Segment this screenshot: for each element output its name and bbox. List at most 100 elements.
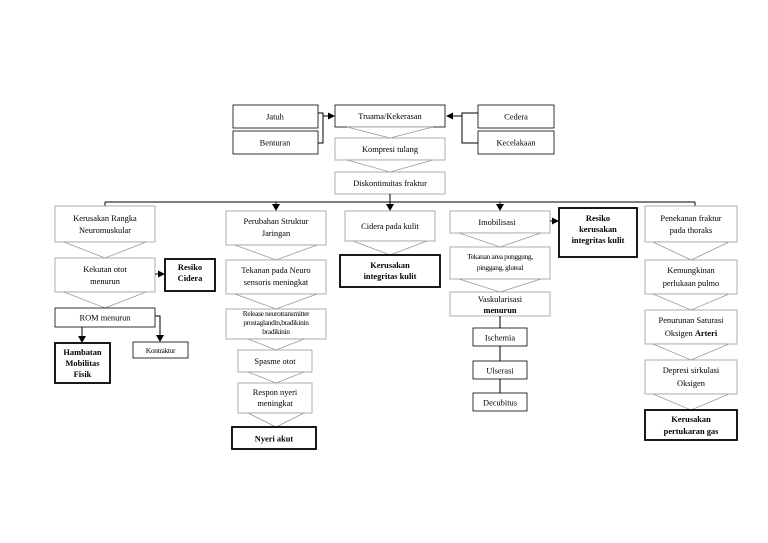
node-kemungkinan: Kemungkinan perlukaan pulmo: [644, 259, 738, 295]
label-tekanan-neuro-2: sensoris meningkat: [244, 278, 309, 287]
connector-imobilisasi-resiko: [550, 217, 559, 225]
label-kerusakan-integritas-1: Kerusakan: [370, 261, 410, 270]
label-perubahan-2: Jaringan: [262, 229, 291, 238]
node-kekuatan-otot: Kekutan otot menurun: [54, 257, 156, 293]
node-penekanan-fraktur: Penekanan fraktur pada thoraks: [644, 205, 738, 243]
label-kerusakan-pertukaran-2: pertukaran gas: [664, 427, 719, 436]
label-tekanan-neuro-1: Tekanan pada Neuro: [241, 266, 310, 275]
label-tekanan-area-1: Tekanan area punggung,: [467, 252, 533, 261]
label-release-1: Release neurotransmitter: [243, 309, 310, 318]
label-depresi-1: Depresi sirkulasi: [663, 366, 720, 375]
label-kerusakan-pertukaran-1: Kerusakan: [671, 415, 711, 424]
node-jatuh: Jatuh: [232, 104, 319, 129]
node-kerusakan-rangka: Kerusakan Rangka Neuromuskular: [54, 205, 156, 243]
label-cidera-kulit: Cidera pada kulit: [361, 222, 419, 231]
label-depresi-2: Oksigen: [677, 379, 706, 388]
label-cedera: Cedera: [504, 113, 528, 122]
chevron-b2-4: [247, 371, 305, 384]
label-imobilisasi: Imobilisasi: [478, 218, 516, 227]
chevron-b2-1: [234, 244, 318, 261]
label-ischemia: Ischemia: [485, 334, 516, 343]
label-spasme: Spasme otot: [254, 357, 296, 366]
node-tekanan-area: Tekanan area punggung, pinggang, gluteal: [449, 246, 551, 280]
node-kerusakan-integritas: Kerusakan integritas kulit: [339, 254, 441, 288]
chevron-b5-1: [652, 241, 730, 261]
node-perubahan-struktur: Perubahan Struktur Jaringan: [225, 210, 327, 246]
label-kerusakan-rangka-2: Neuromuskular: [79, 226, 131, 235]
node-depresi: Depresi sirkulasi Oksigen: [644, 359, 738, 395]
chevron-b5-3: [652, 343, 730, 361]
label-penekanan-1: Penekanan fraktur: [660, 214, 721, 223]
chevron-trauma-kompresi: [346, 126, 434, 139]
label-penurunan-1: Penurunan Saturasi: [659, 316, 725, 325]
label-jatuh: Jatuh: [266, 113, 284, 122]
connector-branches: [104, 194, 696, 211]
label-diskontinuitas: Diskontinuitas fraktur: [353, 179, 427, 188]
label-nyeri-akut: Nyeri akut: [255, 435, 294, 444]
connector-kekuatan-resiko: [155, 270, 165, 278]
node-resiko-kerusakan: Resiko kerusakan integritas kulit: [558, 207, 638, 258]
chevron-b2-2: [234, 293, 318, 310]
label-respon-2: meningkat: [257, 399, 293, 408]
node-cidera-kulit: Cidera pada kulit: [344, 210, 436, 242]
node-release: Release neurotransmitter prostaglandin,b…: [225, 308, 327, 340]
label-kekuatan-1: Kekutan otot: [83, 265, 127, 274]
node-imobilisasi: Imobilisasi: [449, 210, 551, 234]
label-penurunan-2: Oksigen Arteri: [665, 329, 718, 338]
label-kemungkinan-2: perlukaan pulmo: [663, 279, 720, 288]
node-cedera: Cedera: [477, 104, 555, 129]
label-tekanan-area-2: pinggang, gluteal: [477, 263, 523, 272]
node-nyeri-akut: Nyeri akut: [231, 426, 317, 450]
label-decubitus: Decubitus: [483, 399, 517, 408]
node-hambatan: Hambatan Mobilitas Fisik: [54, 342, 111, 384]
label-vaskularisasi-2: menurun: [483, 306, 516, 315]
label-resiko-kerusakan-3: integritas kulit: [572, 236, 625, 245]
connector-rom-split: [78, 315, 164, 343]
label-resiko-cidera-2: Cidera: [178, 274, 203, 283]
label-benturan: Benturan: [260, 139, 292, 148]
chevron-b5-2: [652, 293, 730, 311]
label-trauma: Truama/Kekerasan: [358, 112, 422, 121]
node-ulserasi: Ulserasi: [472, 360, 528, 380]
node-tekanan-neuro: Tekanan pada Neuro sensoris meningkat: [225, 259, 327, 295]
node-spasme: Spasme otot: [237, 349, 313, 373]
node-kerusakan-pertukaran: Kerusakan pertukaran gas: [644, 409, 738, 441]
label-kemungkinan-1: Kemungkinan: [667, 266, 715, 275]
label-rom: ROM menurun: [80, 314, 132, 323]
label-kompresi: Kompresi tulang: [362, 145, 419, 154]
chevron-b2-3: [247, 338, 305, 351]
label-hambatan-2: Mobilitas: [66, 359, 101, 368]
label-release-2: prostaglandin,bradikinin: [243, 318, 309, 327]
node-kompresi: Kompresi tulang: [334, 137, 446, 161]
label-resiko-cidera-1: Resiko: [178, 263, 202, 272]
chevron-b5-4: [652, 393, 730, 411]
node-rom: ROM menurun: [54, 307, 156, 328]
label-kerusakan-integritas-2: integritas kulit: [364, 272, 417, 281]
node-resiko-cidera: Resiko Cidera: [164, 258, 216, 292]
label-respon-1: Respon nyeri: [253, 388, 298, 397]
label-resiko-kerusakan-1: Resiko: [586, 214, 610, 223]
node-ischemia: Ischemia: [472, 327, 528, 347]
label-kekuatan-2: menurun: [90, 277, 121, 286]
node-respon-nyeri: Respon nyeri meningkat: [237, 382, 313, 414]
chevron-b2-5: [247, 412, 305, 428]
label-release-3: bradikinin: [262, 327, 290, 336]
chevron-b1-2: [63, 291, 147, 309]
label-perubahan-1: Perubahan Struktur: [244, 217, 309, 226]
chevron-b4-1: [458, 232, 542, 248]
node-trauma: Truama/Kekerasan: [334, 104, 446, 128]
node-diskontinuitas: Diskontinuitas fraktur: [334, 171, 446, 195]
node-kontraktur: Kontraktur: [132, 341, 189, 359]
label-hambatan-3: Fisik: [74, 370, 92, 379]
node-kecelakaan: Kecelakaan: [477, 130, 555, 155]
label-hambatan-1: Hambatan: [63, 348, 102, 357]
label-penekanan-2: pada thoraks: [670, 226, 713, 235]
chevron-kompresi-diskontinuitas: [346, 159, 434, 173]
node-benturan: Benturan: [232, 130, 319, 155]
chevron-b1-1: [63, 241, 147, 259]
chevron-b3-1: [352, 240, 428, 256]
label-kontraktur: Kontraktur: [146, 346, 176, 355]
connector-left-causes: [318, 112, 335, 144]
label-vaskularisasi-1: Vaskularisasi: [478, 295, 523, 304]
